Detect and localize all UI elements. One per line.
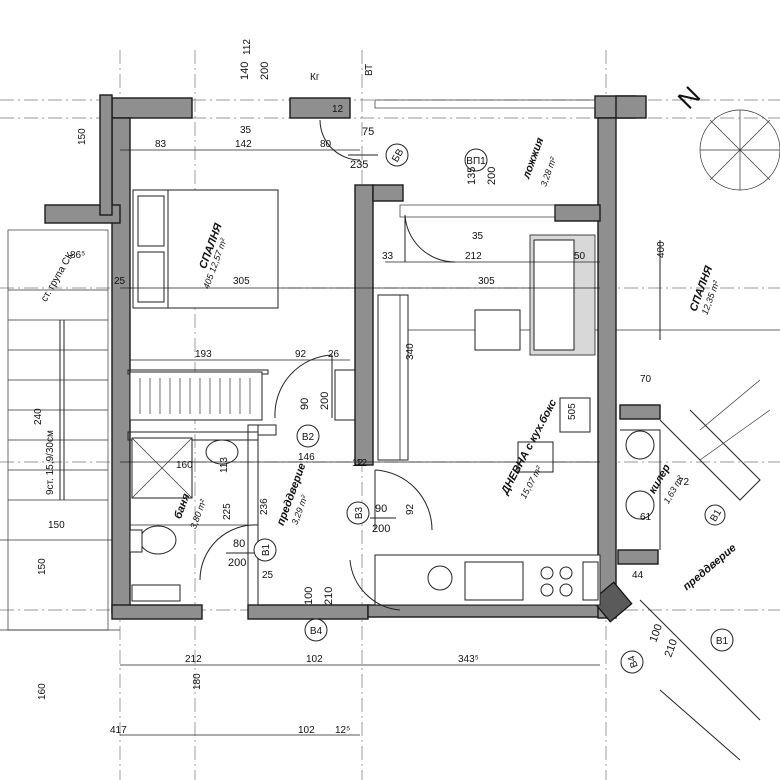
bathroom-fixtures — [129, 437, 239, 602]
dim-label: 146 — [298, 452, 315, 463]
door-tag-circle — [704, 504, 726, 526]
dim-label: 400 — [656, 241, 667, 258]
dim-label: 72 — [678, 477, 690, 488]
door-height: 210 — [663, 637, 681, 658]
dim-label: 340 — [405, 343, 416, 360]
door-height: 200 — [319, 392, 331, 410]
door-tag: В4 — [626, 653, 641, 669]
door-tag-circle — [304, 618, 328, 642]
dim-label: 305 — [233, 276, 250, 287]
dim-label: 80 — [320, 139, 332, 150]
staircase — [7, 229, 109, 631]
north-compass: N — [672, 80, 780, 191]
dim-label: 240 — [33, 408, 44, 425]
door-tag: В4 — [310, 626, 323, 637]
loggia — [374, 99, 596, 218]
door-width: 75 — [362, 126, 374, 138]
door-width: 90 — [299, 398, 311, 410]
north-label: N — [672, 80, 706, 114]
door-tag-circle — [620, 650, 644, 674]
dim-label: 417 — [110, 725, 127, 736]
dim-label: 26 — [328, 349, 340, 360]
room-name: преддверие — [681, 542, 739, 593]
dim-label: 150 — [48, 520, 65, 531]
door-tag: В1 — [716, 636, 729, 647]
walls — [44, 94, 661, 623]
dim-label: 212 — [465, 251, 482, 262]
dim-label: 12⁵ — [335, 725, 350, 736]
dim-label: 150 — [37, 558, 48, 575]
stair-label: 9ст. 15,9/30см — [45, 430, 56, 495]
dim-label: 305 — [478, 276, 495, 287]
dim-label: 113 — [219, 457, 230, 473]
dim-label: 25 — [262, 570, 274, 581]
dim-label: 61 — [640, 512, 652, 523]
dim-label: 180 — [192, 673, 203, 690]
door-tag: ВП1 — [466, 156, 486, 167]
door-tags: БВ ВП1 В2 В3 В1 В4 В1 В4 В1 — [253, 143, 734, 674]
dim-label: 83 — [155, 139, 167, 150]
dim-label: 236 — [259, 498, 270, 515]
door-height: 210 — [323, 587, 335, 605]
door-tag-circle — [710, 628, 734, 652]
dim-label: 35 — [472, 231, 484, 242]
dim-label: 44 — [632, 570, 644, 581]
dim-label: 225 — [222, 503, 233, 520]
dim-label: 35 — [240, 125, 252, 136]
dim-label: 50 — [574, 251, 586, 262]
door-width: 90 — [375, 503, 387, 515]
door-tag: В2 — [302, 432, 315, 443]
dim-label: 102 — [306, 654, 323, 665]
door-height: 200 — [486, 167, 498, 185]
wardrobe — [129, 371, 263, 421]
door-tag: В1 — [708, 507, 724, 523]
dim-label: 12 — [352, 458, 364, 469]
dim-label: 102 — [298, 725, 315, 736]
door-tag-circle — [464, 148, 488, 172]
door-tag-circle — [385, 143, 409, 167]
door-tag-circle — [296, 424, 320, 448]
dim-label: 92 — [405, 503, 416, 515]
dim-label: 160 — [176, 460, 193, 471]
door-width: 100 — [303, 587, 315, 605]
neighbor-unit — [615, 118, 771, 761]
dim-label: 12 — [356, 458, 368, 469]
door-tag: В1 — [261, 543, 272, 556]
dim-label: 343⁵ — [458, 654, 479, 665]
door-width: 100 — [648, 622, 666, 643]
dim-label: 212 — [185, 654, 202, 665]
dim-label: 193 — [195, 349, 212, 360]
dim-label: 505 — [567, 403, 578, 420]
door-tag-circle — [346, 501, 370, 525]
living-furniture — [374, 234, 601, 606]
dim-label: ВТ — [364, 64, 375, 76]
dim-label: 70 — [640, 374, 652, 385]
door-height: 200 — [259, 62, 271, 80]
dim-label: 25 — [114, 276, 126, 287]
dim-label: 112 — [242, 39, 253, 55]
door-tag-circle — [253, 538, 277, 562]
door-height: 235 — [350, 159, 368, 171]
dim-label: 160 — [37, 683, 48, 700]
dimension-labels: 112 35 83 142 80 12 150 193 92 26 12 146… — [33, 39, 690, 736]
door-size-labels: 75 235 135 200 90 200 90 200 80 200 100 … — [226, 62, 680, 659]
door-width: 140 — [239, 62, 251, 80]
door-height: 200 — [228, 557, 246, 569]
dim-label: 86⁵ — [70, 250, 85, 261]
dim-label: 12 — [332, 104, 344, 115]
dim-label: Кг — [310, 72, 320, 83]
dimension-lines — [120, 149, 600, 736]
door-width: 80 — [233, 538, 245, 550]
dim-label: 142 — [235, 139, 252, 150]
door-tag: В3 — [354, 506, 365, 519]
door-width: 135 — [466, 167, 478, 185]
dim-label: 33 — [382, 251, 394, 262]
door-height: 200 — [372, 523, 390, 535]
dim-label: 92 — [295, 349, 307, 360]
room-area: 3,28 m² — [538, 155, 558, 188]
door-swings — [199, 119, 456, 611]
dim-label: 150 — [77, 128, 88, 145]
